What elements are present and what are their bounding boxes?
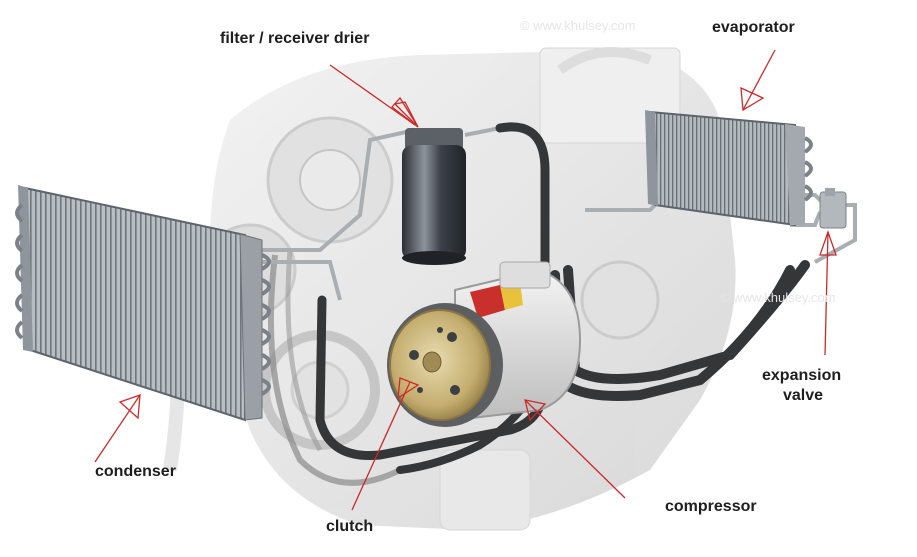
arrow-receiver-drier: [329, 64, 419, 128]
label-compressor: compressor: [665, 498, 757, 515]
watermark: © www.khulsey.com: [720, 290, 836, 305]
arrow-condenser: [94, 394, 141, 463]
arrow-clutch: [351, 377, 420, 511]
arrow-evaporator: [740, 49, 776, 112]
label-evaporator: evaporator: [712, 19, 795, 36]
expansion-valve: [819, 188, 847, 229]
label-arrows: [94, 49, 837, 511]
label-filter-receiver-drier: filter / receiver drier: [220, 30, 370, 47]
arrow-compressor: [524, 399, 626, 499]
watermark: © www.khulsey.com: [520, 18, 636, 33]
drive-belts: [267, 249, 402, 486]
label-condenser: condenser: [95, 463, 176, 480]
label-expansion-valve-line2: valve: [783, 387, 824, 404]
condenser: [15, 185, 271, 422]
label-clutch: clutch: [326, 518, 374, 535]
evaporator: [645, 110, 813, 227]
receiver-drier: [402, 128, 466, 265]
arrow-expansion-valve: [819, 230, 837, 356]
label-expansion-valve-line1: expansion: [762, 367, 842, 384]
compressor-clutch: [387, 303, 503, 427]
